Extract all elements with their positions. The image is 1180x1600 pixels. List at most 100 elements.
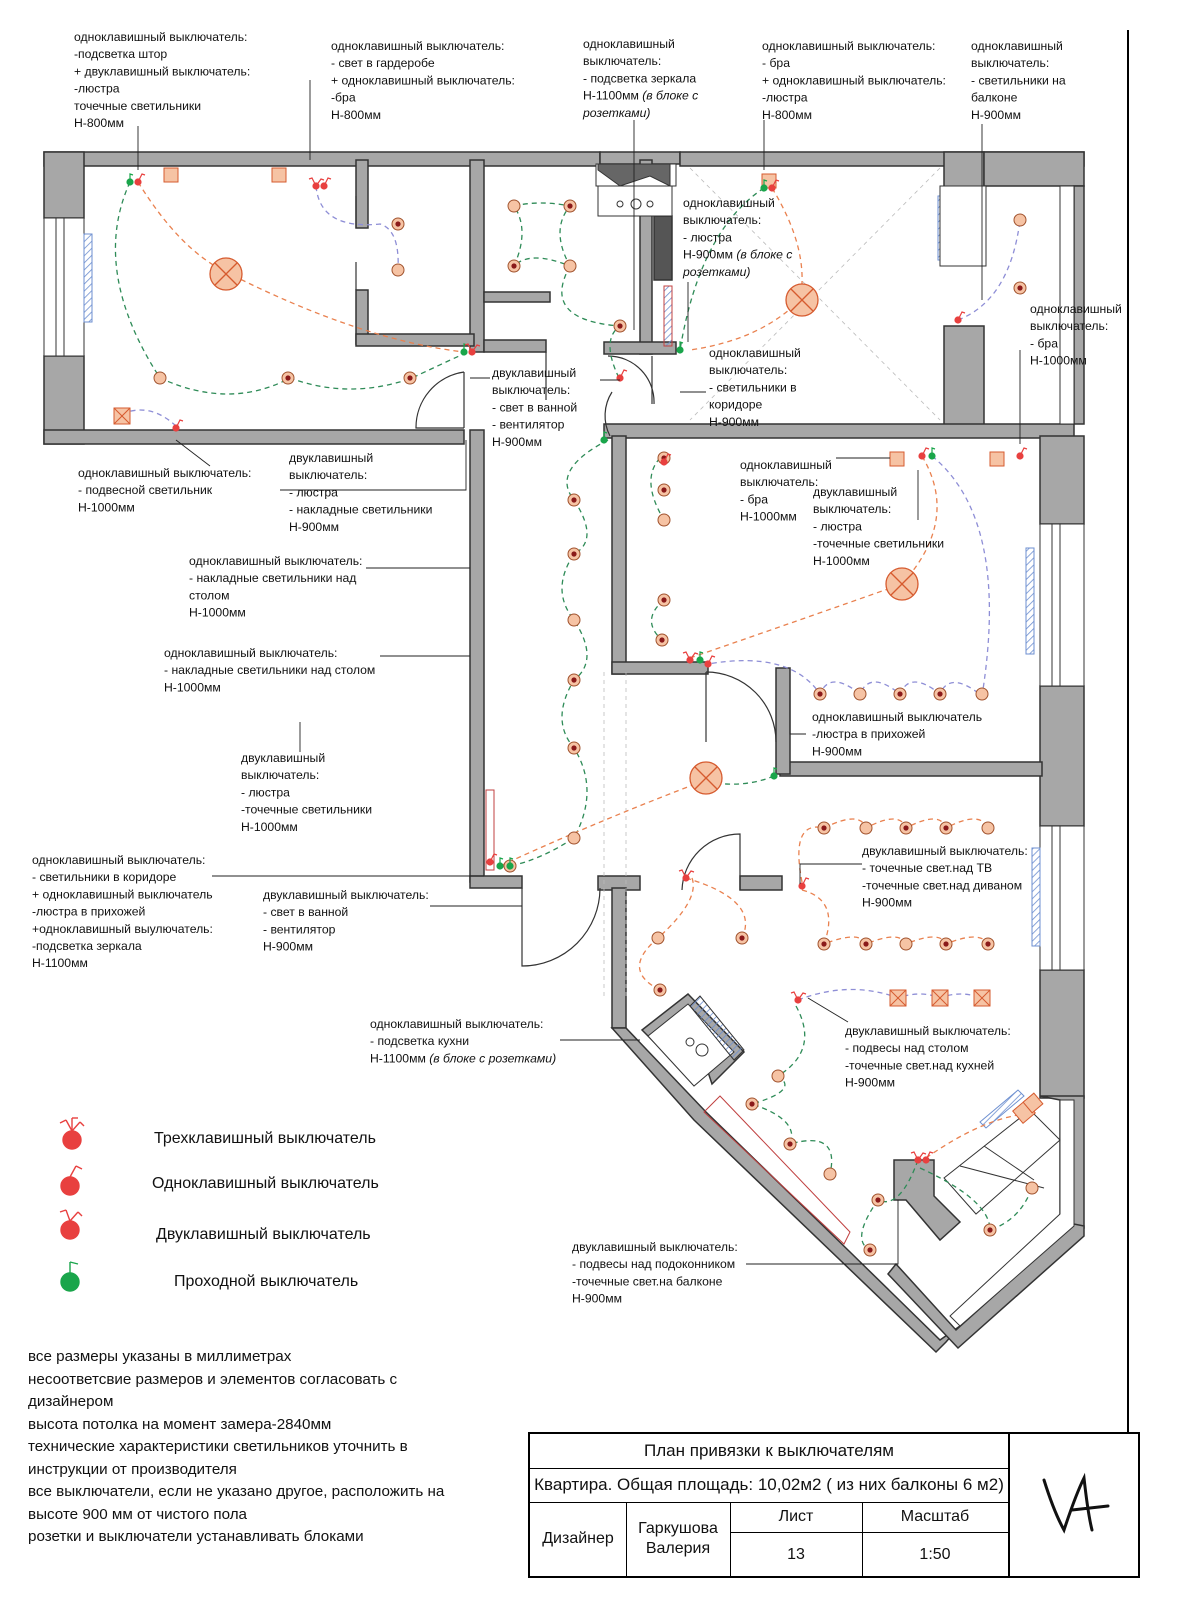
spotlight-icon [981, 937, 995, 951]
wall-living-bottom [43, 429, 465, 445]
spotlight-icon [657, 483, 671, 497]
pass-switch-icon [760, 179, 768, 192]
logo-mark-icon [1042, 1472, 1110, 1534]
spotlight-icon [817, 937, 831, 951]
pass-switch-icon [506, 857, 514, 870]
spotlight-icon [567, 673, 581, 687]
caption-line: коридоре [709, 398, 763, 412]
caption-line: выключатель: [289, 468, 367, 482]
caption-line: Н-800мм [74, 116, 124, 130]
caption-line: Н-1000мм [1030, 354, 1087, 368]
caption-line: - бра [762, 56, 790, 70]
caption-line: +одноклавишный выулючатель: [32, 922, 213, 936]
switch-caption: одноклавишный выключатель:- накладные св… [189, 554, 362, 620]
caption-line: -люстра в прихожей [32, 905, 145, 919]
spotlight-icon [735, 931, 749, 945]
caption-line: -точечные светильники [813, 537, 944, 551]
spotlight-icon [153, 371, 167, 385]
notes-list: все размеры указаны в миллиметрах несоот… [28, 1346, 498, 1549]
switch-icon [134, 173, 146, 186]
caption-line: - бра [1030, 336, 1058, 350]
spotlight-icon [1013, 281, 1027, 295]
caption-line: одноклавишный [683, 196, 775, 210]
window-kitchen-balcony [949, 1099, 1075, 1327]
switch-caption: одноклавишный выключатель:- подсветка ку… [370, 1017, 556, 1065]
legend-label-pass: Проходной выключатель [174, 1273, 358, 1290]
wall-corridor-left-2 [469, 875, 523, 889]
caption-line: выключатель: [709, 363, 787, 377]
spotlight-icon [853, 687, 867, 701]
title-block-title: План привязки к выключателям [530, 1434, 1008, 1469]
designer-name-last: Валерия [645, 1540, 711, 1557]
chandelier-icon [885, 567, 919, 601]
caption-line: - свет в ванной [492, 400, 577, 414]
caption-line: двуклавишный [289, 451, 373, 465]
caption-line: двуклавишный выключатель: [572, 1240, 738, 1254]
note-item: все выключатели, если не указано другое,… [28, 1483, 445, 1500]
spotlight-icon [567, 547, 581, 561]
caption-line: -точечные светильники [241, 803, 372, 817]
caption-line: - вентилятор [263, 922, 336, 936]
caption-line: Н-900мм [263, 940, 313, 954]
designer-name: Гаркушова Валерия [626, 1502, 731, 1576]
sheet-value: 13 [730, 1533, 863, 1576]
switch-caption: одноклавишный выключатель:- подвесной св… [78, 466, 251, 514]
spotlight-icon [1025, 1181, 1039, 1195]
switch-icon [768, 179, 780, 192]
caption-line: - накладные светильники над [189, 571, 356, 585]
one-key-switch-icon [60, 1165, 83, 1196]
caption-line: - накладные светильники над столом [164, 663, 375, 677]
spotlight-icon [657, 513, 671, 527]
caption-line: Н-900мм [971, 108, 1021, 122]
wall-bedroom-right-top [943, 151, 985, 193]
caption-line: - светильники в коридоре [32, 870, 177, 884]
caption-line: Н-1000мм [813, 554, 870, 568]
legend-icons [59, 1117, 85, 1292]
wall-bedroom-bottom [603, 423, 1075, 439]
pass-switch-icon [496, 857, 504, 870]
caption-line: двуклавишный выключатель: [862, 844, 1028, 858]
wall-living-right [1039, 969, 1085, 1099]
spotlight-icon [281, 371, 295, 385]
scale-label: Масштаб [862, 1502, 1008, 1533]
caption-line: - накладные светильники [289, 503, 432, 517]
spotlight-icon [899, 937, 913, 951]
switch-caption: одноклавишный выключатель: - накладные св… [164, 646, 375, 694]
caption-line: двуклавишный выключатель: [263, 888, 429, 902]
chandeliers [209, 257, 919, 795]
caption-line: столом [189, 588, 229, 602]
spotlight-icon [651, 931, 665, 945]
caption-line: выключатель: [583, 54, 661, 68]
window-right-2 [1039, 825, 1085, 971]
wall-balcony-top [983, 151, 1085, 187]
pass-switch-icon [676, 341, 684, 354]
spotlight-icon [567, 613, 581, 627]
title-block-subtitle: Квартира. Общая площадь: 10,02м2 ( из ни… [530, 1468, 1008, 1503]
caption-line: одноклавишный выключатель: [164, 646, 337, 660]
caption-italic: (в блоке с [639, 89, 698, 103]
caption-line: -бра [331, 91, 356, 105]
spotlight-icon [771, 1069, 785, 1083]
spotlight-icon [939, 821, 953, 835]
spotlight-icon [863, 1243, 877, 1257]
spotlight-icon [563, 259, 577, 273]
chandelier-icon [785, 283, 819, 317]
caption-line: розетками) [582, 106, 650, 120]
switch-icon [910, 1151, 927, 1164]
caption-line: одноклавишный выключатель: [370, 1017, 543, 1031]
caption-line: одноклавишный [740, 458, 832, 472]
caption-line: двуклавишный [492, 366, 576, 380]
switch-icon [308, 177, 325, 190]
caption-line: -точечные свет.на балконе [572, 1274, 723, 1288]
spotlight-icon [391, 217, 405, 231]
caption-line: -подсветка штор [74, 47, 167, 61]
legend-label-two-key: Двуклавишный выключатель [156, 1226, 371, 1243]
caption-line: одноклавишный [709, 346, 801, 360]
leader-lines [137, 80, 1021, 1265]
caption-line: выключатель: [492, 383, 570, 397]
caption-line: - подвесы над столом [845, 1041, 968, 1055]
